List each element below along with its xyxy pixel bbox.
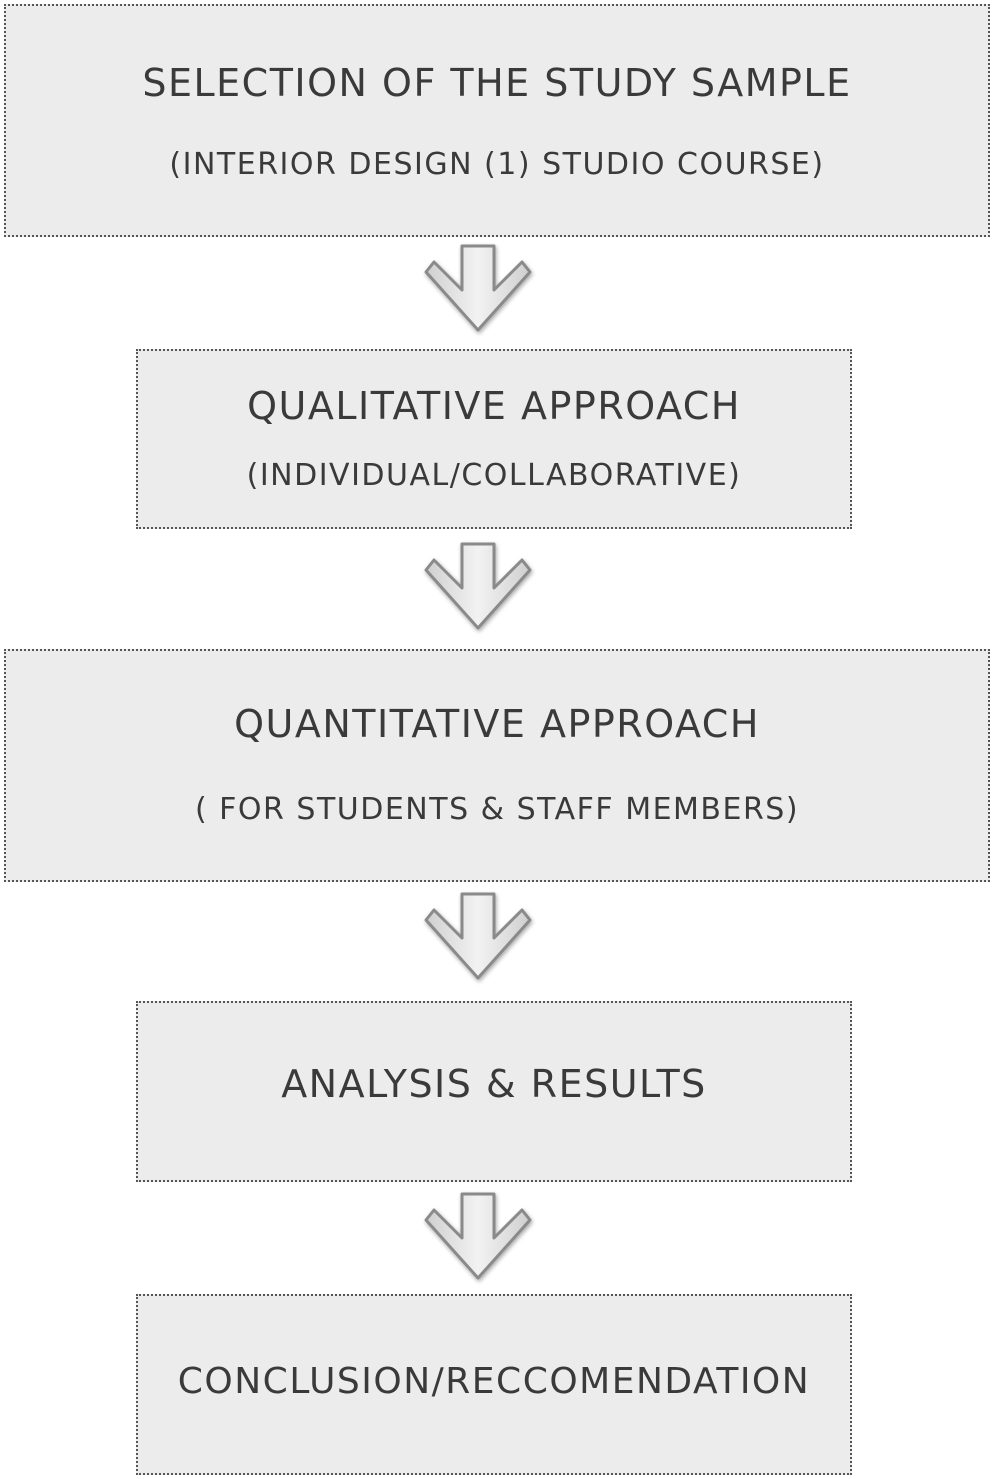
down-arrow-icon [424,1192,532,1280]
step-box-quantitative: QUANTITATIVE APPROACH ( FOR STUDENTS & S… [4,649,990,882]
step-box-conclusion: CONCLUSION/RECCOMENDATION [136,1294,852,1475]
step-subtitle-selection: (INTERIOR DESIGN (1) STUDIO COURSE) [169,147,825,182]
step-subtitle-quantitative: ( FOR STUDENTS & STAFF MEMBERS) [194,792,800,827]
step-title-quantitative: QUANTITATIVE APPROACH [234,702,760,746]
down-arrow-icon [424,244,532,332]
step-title-analysis: ANALYSIS & RESULTS [281,1062,707,1106]
step-box-selection: SELECTION OF THE STUDY SAMPLE (INTERIOR … [4,4,990,237]
step-title-selection: SELECTION OF THE STUDY SAMPLE [142,61,852,105]
down-arrow-icon [424,542,532,630]
step-box-qualitative: QUALITATIVE APPROACH (INDIVIDUAL/COLLABO… [136,349,852,529]
step-title-qualitative: QUALITATIVE APPROACH [247,384,741,428]
step-title-conclusion: CONCLUSION/RECCOMENDATION [177,1361,811,1402]
down-arrow-icon [424,892,532,980]
step-box-analysis: ANALYSIS & RESULTS [136,1001,852,1182]
step-subtitle-qualitative: (INDIVIDUAL/COLLABORATIVE) [246,458,742,493]
